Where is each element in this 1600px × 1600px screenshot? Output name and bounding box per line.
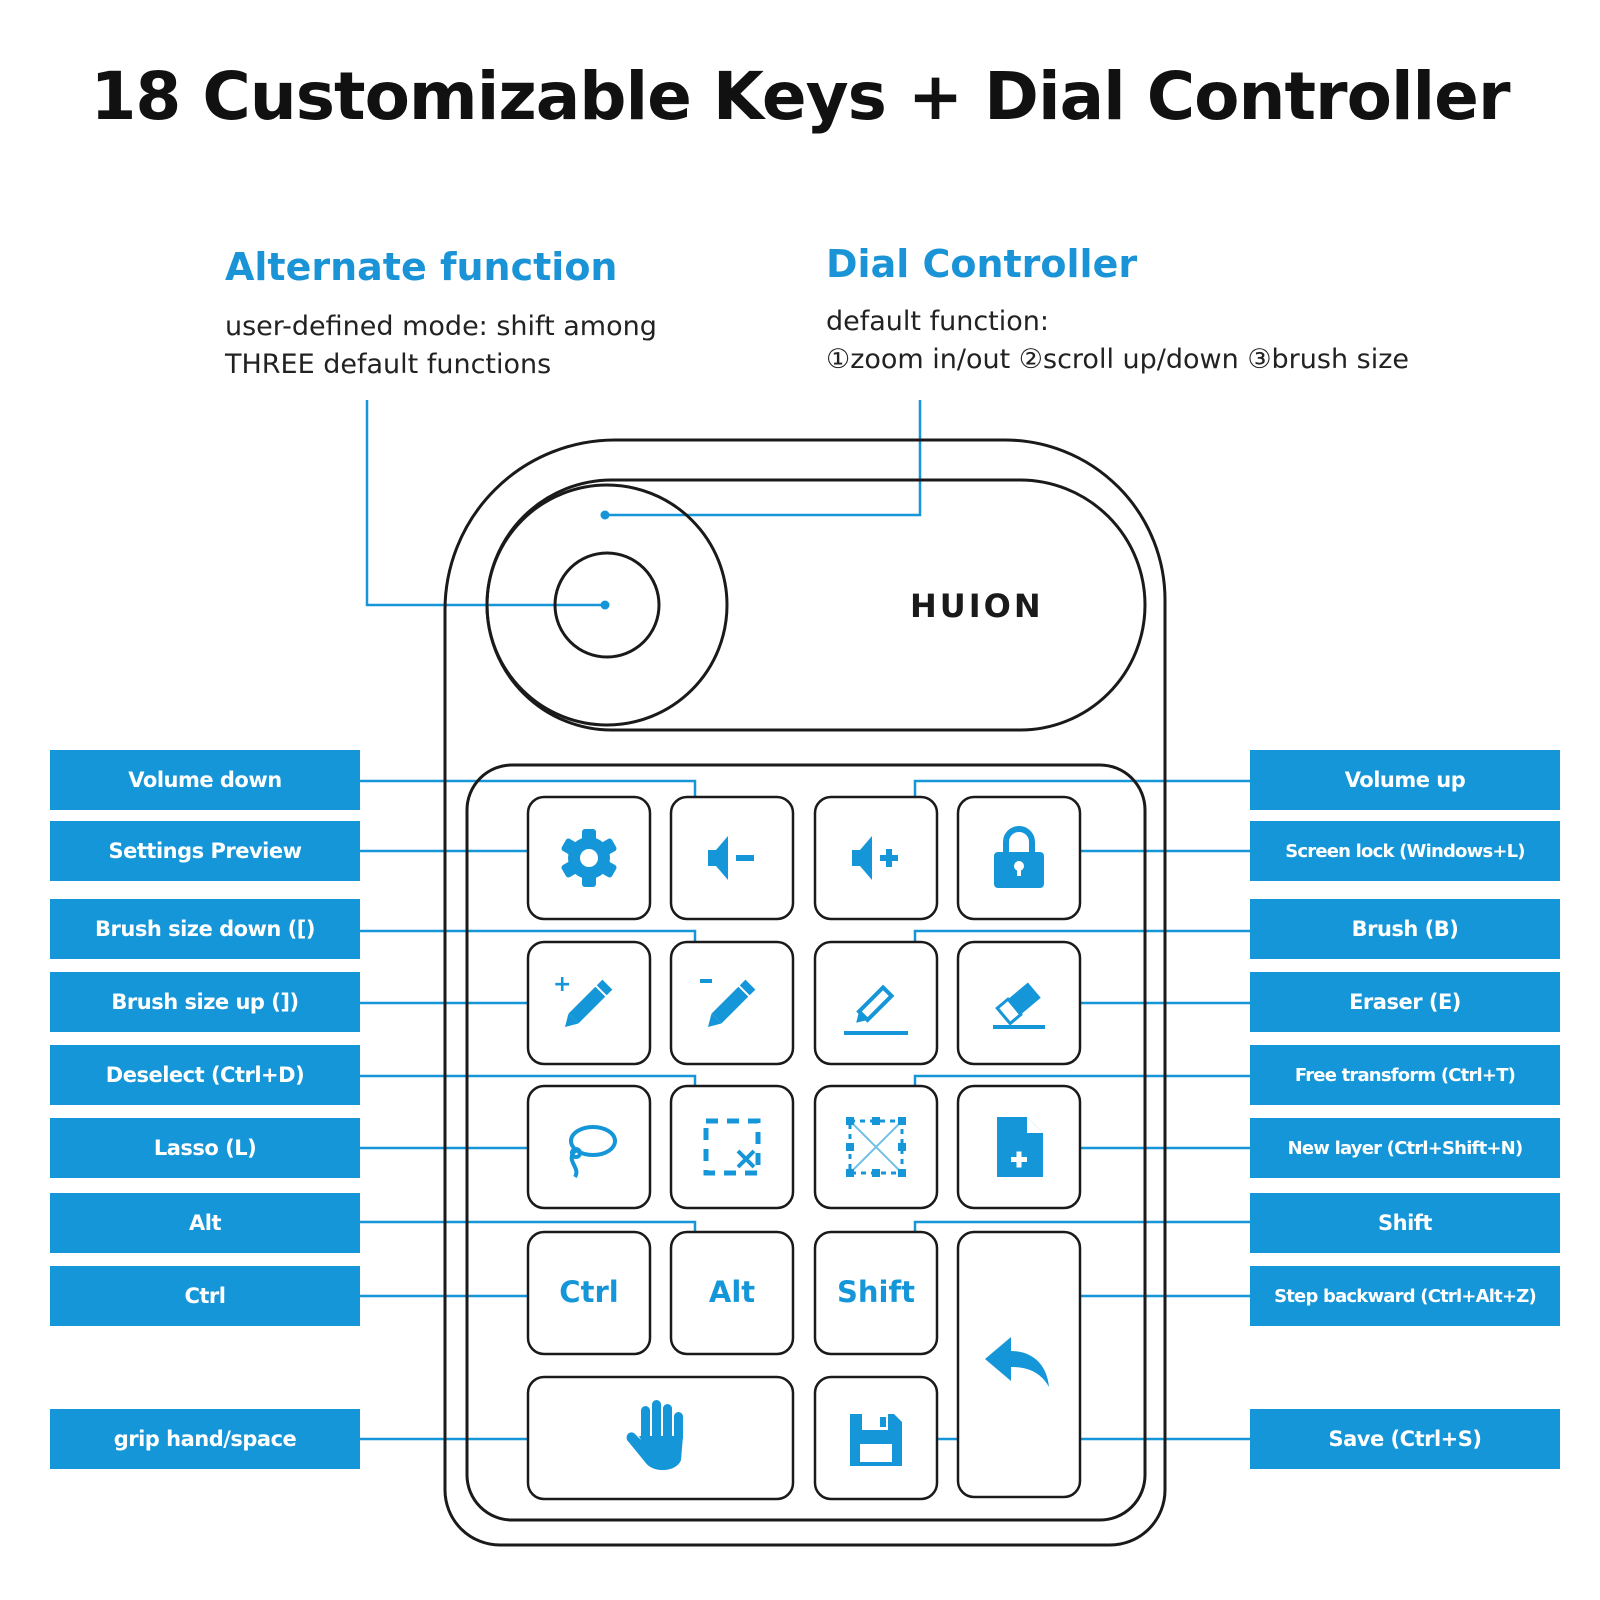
connector-alternate — [365, 400, 605, 607]
hand-icon — [626, 1400, 683, 1471]
label-screen-lock: Screen lock (Windows+L) — [1250, 821, 1560, 881]
label-brush-size-down: Brush size down ([) — [50, 899, 360, 959]
dial-controller-line1: default function: — [826, 306, 1049, 337]
volume-up-icon — [852, 836, 898, 880]
brush-size-up-icon: + — [553, 972, 613, 1028]
dial-ring[interactable] — [485, 483, 729, 727]
label-grip-hand: grip hand/space — [50, 1409, 360, 1469]
alternate-function-line2: THREE default functions — [225, 349, 552, 380]
alternate-function-heading: Alternate function — [225, 245, 618, 289]
key-brush[interactable] — [813, 940, 939, 1066]
connector-dial — [605, 400, 922, 517]
key-volume-down[interactable] — [669, 795, 795, 921]
label-deselect: Deselect (Ctrl+D) — [50, 1045, 360, 1105]
label-brush: Brush (B) — [1250, 899, 1560, 959]
key-ctrl[interactable] — [526, 1230, 652, 1356]
dial-controller-heading: Dial Controller — [826, 242, 1138, 286]
device-outline — [443, 438, 1167, 1547]
keys-panel — [465, 763, 1147, 1522]
device-body — [443, 438, 1167, 1547]
label-save: Save (Ctrl+S) — [1250, 1409, 1560, 1469]
brush-size-down-icon — [700, 979, 756, 1028]
dial-controller-line2: ①zoom in/out ②scroll up/down ③brush size — [826, 344, 1409, 375]
connector-lines — [360, 400, 1250, 1441]
dial-center-button[interactable] — [553, 551, 661, 659]
key-alt-label: Alt — [709, 1275, 755, 1309]
svg-text:+: + — [553, 972, 571, 997]
key-lasso[interactable] — [526, 1084, 652, 1210]
alternate-function-line1: user-defined mode: shift among — [225, 311, 657, 342]
label-step-backward: Step backward (Ctrl+Alt+Z) — [1250, 1266, 1560, 1326]
lock-icon — [994, 826, 1044, 888]
key-volume-up[interactable] — [813, 795, 939, 921]
eraser-icon — [993, 982, 1045, 1029]
label-brush-size-up: Brush size up (]) — [50, 972, 360, 1032]
label-ctrl: Ctrl — [50, 1266, 360, 1326]
free-transform-icon — [846, 1117, 906, 1177]
volume-down-icon — [708, 836, 754, 880]
label-lasso: Lasso (L) — [50, 1118, 360, 1178]
page-title: 18 Customizable Keys + Dial Controller — [90, 58, 1511, 135]
label-volume-down: Volume down — [50, 750, 360, 810]
label-free-transform: Free transform (Ctrl+T) — [1250, 1045, 1560, 1105]
key-alt[interactable] — [669, 1230, 795, 1356]
undo-icon — [985, 1337, 1049, 1387]
label-settings-preview: Settings Preview — [50, 821, 360, 881]
label-new-layer: New layer (Ctrl+Shift+N) — [1250, 1118, 1560, 1178]
key-shift[interactable] — [813, 1230, 939, 1356]
huion-logo: HUION — [910, 587, 1044, 625]
key-ctrl-label: Ctrl — [559, 1275, 618, 1309]
label-alt: Alt — [50, 1193, 360, 1253]
label-volume-up: Volume up — [1250, 750, 1560, 810]
gear-icon — [561, 829, 617, 887]
key-deselect[interactable] — [669, 1084, 795, 1210]
new-layer-icon — [997, 1117, 1043, 1177]
label-eraser: Eraser (E) — [1250, 972, 1560, 1032]
deselect-icon — [703, 1118, 761, 1176]
lasso-icon — [569, 1125, 617, 1179]
brush-icon — [844, 984, 908, 1035]
key-shift-label: Shift — [837, 1275, 915, 1309]
save-icon — [850, 1414, 902, 1466]
label-shift: Shift — [1250, 1193, 1560, 1253]
